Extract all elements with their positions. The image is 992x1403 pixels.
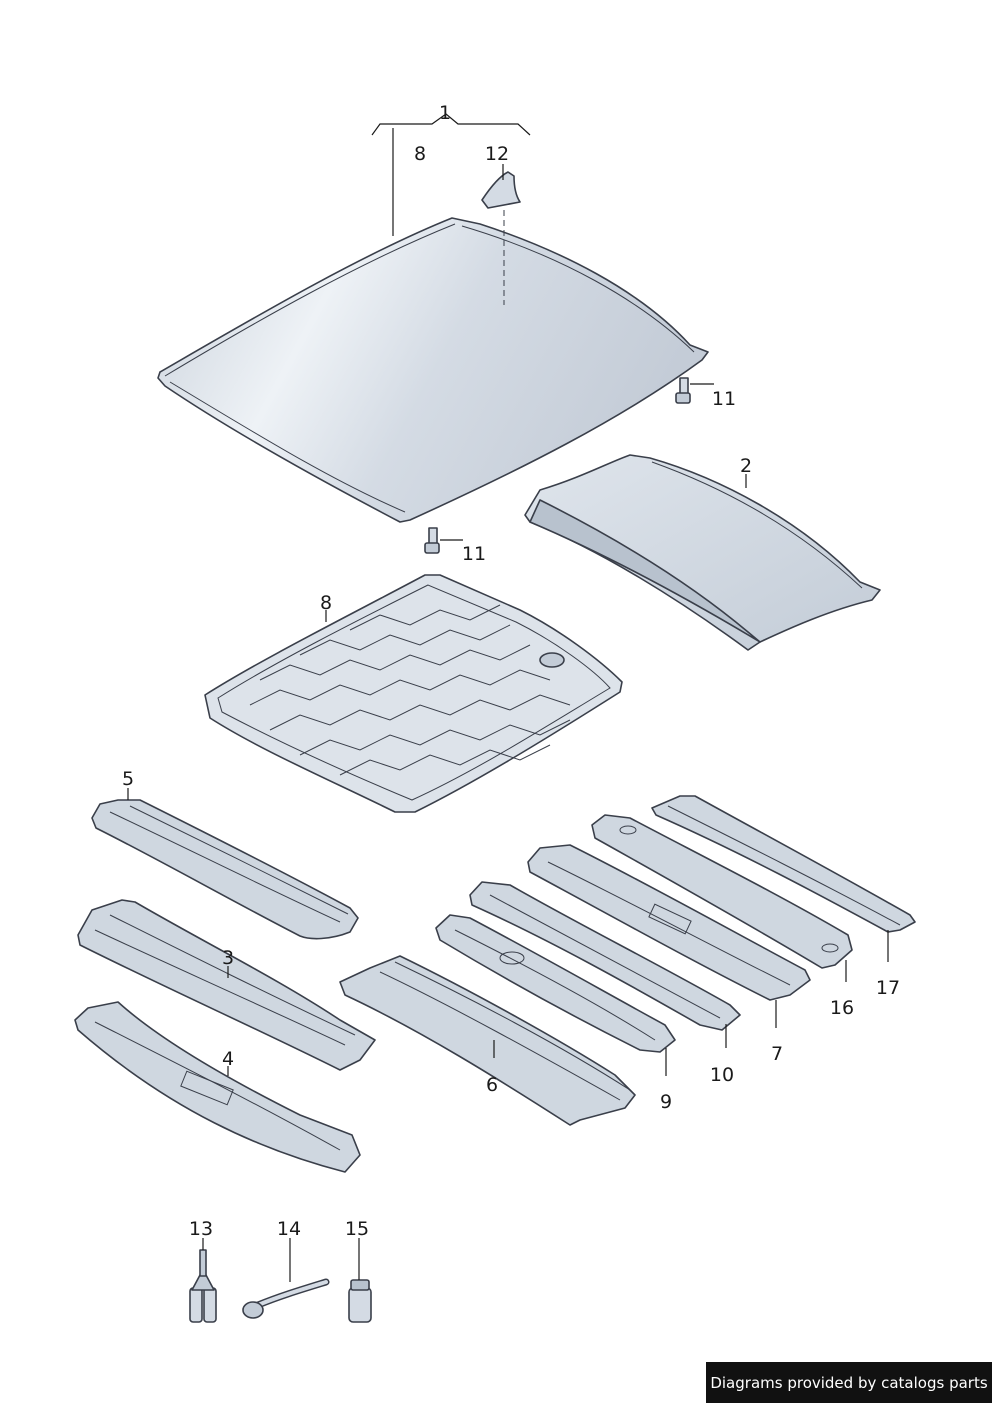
- roof-rail-16: [591, 814, 853, 969]
- callout-labels: 1 8 12 11 2 11 8 5 3 4 6 9 10 7 16 17 13…: [122, 102, 900, 1240]
- bolt-left: [424, 527, 440, 554]
- callout-15: 15: [345, 1218, 369, 1240]
- adhesive-cartridge-13: [189, 1249, 217, 1323]
- callout-12: 12: [485, 143, 509, 165]
- container-15: [348, 1279, 372, 1323]
- callout-2: 2: [740, 455, 752, 477]
- callout-10: 10: [710, 1064, 734, 1086]
- callout-6: 6: [486, 1074, 498, 1096]
- callout-11-left: 11: [462, 543, 486, 565]
- roof-skin: [157, 210, 709, 523]
- roof-antenna: [481, 171, 521, 209]
- callout-16: 16: [830, 997, 854, 1019]
- insulation-mat: [204, 574, 623, 813]
- callout-17: 17: [876, 977, 900, 999]
- callout-9: 9: [660, 1091, 672, 1113]
- roof-rail-7: [527, 844, 811, 1001]
- front-cross-member-5: [91, 799, 359, 940]
- cross-member-3: [77, 899, 376, 1071]
- credit-banner: Diagrams provided by catalogs parts: [706, 1362, 992, 1403]
- callout-14: 14: [277, 1218, 301, 1240]
- callout-11-right: 11: [712, 388, 736, 410]
- callout-8-top: 8: [414, 143, 426, 165]
- roof-panel: [524, 454, 881, 651]
- front-roof-frame-4: [74, 1001, 361, 1173]
- reinforcement-9: [435, 914, 676, 1053]
- rear-rail-17: [651, 795, 916, 933]
- leader-lines: [127, 113, 889, 1282]
- callout-3: 3: [222, 947, 234, 969]
- hose-14: [242, 1278, 330, 1319]
- callout-1: 1: [439, 102, 451, 124]
- callout-5: 5: [122, 768, 134, 790]
- header-rail-6: [339, 955, 636, 1126]
- callout-4: 4: [222, 1048, 234, 1070]
- bolt-right: [675, 377, 691, 404]
- roof-rail-10: [469, 881, 741, 1031]
- callout-13: 13: [189, 1218, 213, 1240]
- callout-8: 8: [320, 592, 332, 614]
- callout-7: 7: [771, 1043, 783, 1065]
